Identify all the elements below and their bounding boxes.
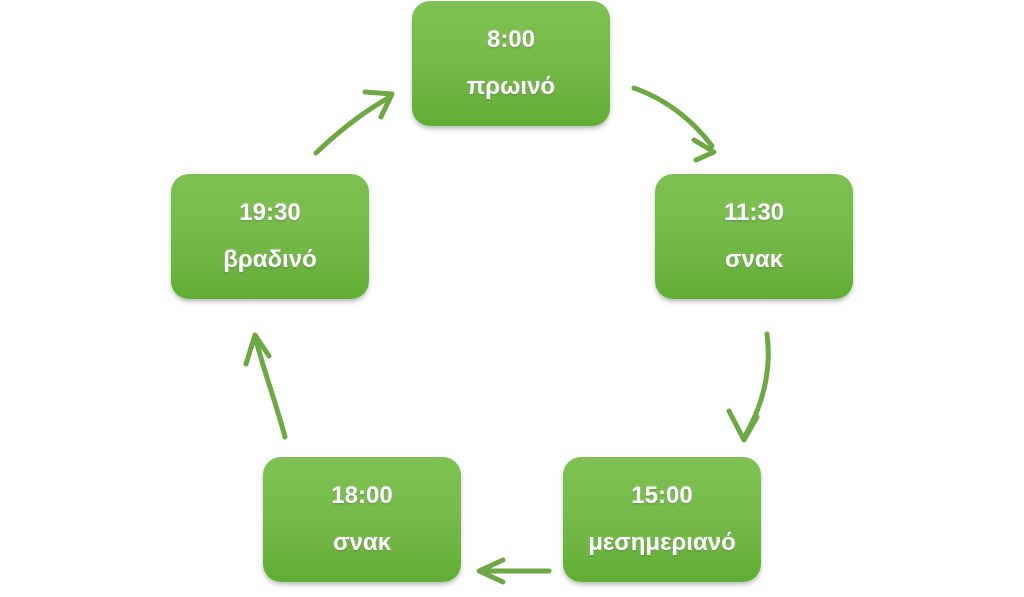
- node-breakfast[interactable]: 8:00 πρωινό: [412, 1, 610, 126]
- node-lunch-time: 15:00: [631, 482, 693, 510]
- node-snack-evening-time: 18:00: [331, 482, 393, 510]
- node-snack-morning-label: σνακ: [725, 245, 783, 273]
- node-dinner[interactable]: 19:30 βραδινό: [171, 174, 369, 299]
- node-snack-morning[interactable]: 11:30 σνακ: [655, 174, 853, 299]
- node-dinner-label: βραδινό: [223, 245, 317, 273]
- node-lunch-label: μεσημεριανό: [588, 528, 736, 556]
- arrow-lunch-to-snack-evening: [476, 557, 552, 585]
- node-lunch[interactable]: 15:00 μεσημεριανό: [563, 457, 761, 582]
- node-breakfast-label: πρωινό: [466, 72, 556, 100]
- node-snack-evening-label: σνακ: [333, 528, 391, 556]
- arrow-breakfast-to-snack-morning: [631, 85, 717, 163]
- arrow-snack-morning-to-lunch: [726, 331, 771, 443]
- node-snack-morning-time: 11:30: [723, 199, 785, 227]
- node-breakfast-time: 8:00: [486, 26, 536, 54]
- node-dinner-time: 19:30: [239, 199, 301, 227]
- node-snack-evening[interactable]: 18:00 σνακ: [263, 457, 461, 582]
- arrow-dinner-to-breakfast: [313, 89, 395, 156]
- arrow-snack-evening-to-dinner: [243, 332, 288, 440]
